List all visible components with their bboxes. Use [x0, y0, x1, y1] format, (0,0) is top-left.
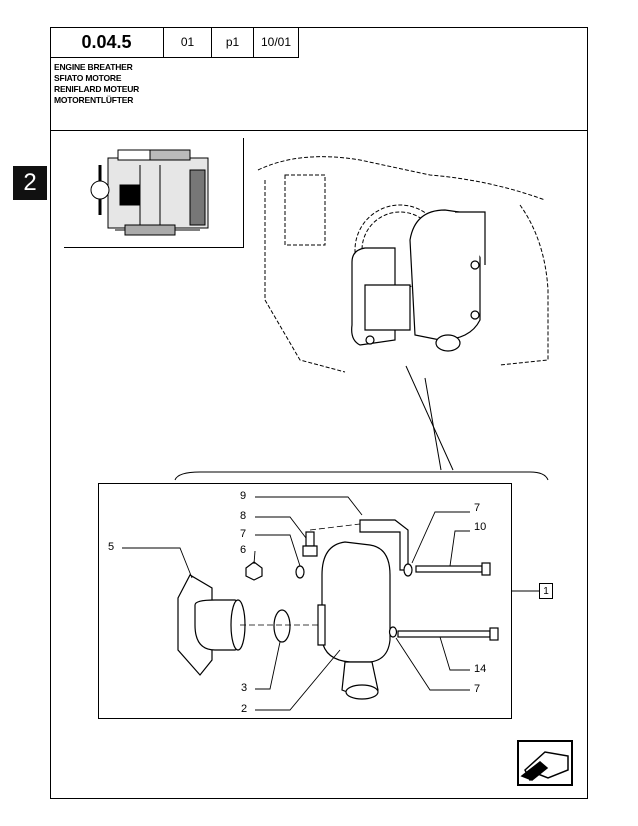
exploded-view-frame — [98, 483, 512, 719]
callout-5: 5 — [108, 541, 115, 553]
o-ring — [273, 609, 291, 643]
title-it: SFIATO MOTORE — [54, 73, 122, 83]
page-number: p1 — [212, 27, 254, 58]
callout-8: 8 — [240, 510, 247, 522]
engine-thumbnail-frame — [64, 138, 244, 248]
callout-2: 2 — [241, 703, 248, 715]
title-de: MOTORENTLÜFTER — [54, 95, 134, 105]
callout-14: 14 — [474, 663, 487, 675]
callout-9: 9 — [240, 490, 247, 502]
next-page-button[interactable] — [517, 740, 573, 786]
sheet-number: 01 — [164, 27, 212, 58]
callout-3: 3 — [241, 682, 248, 694]
bolt-14 — [397, 630, 491, 638]
part-code: 0.04.5 — [50, 27, 164, 58]
page-frame — [50, 27, 588, 799]
callout-7-top: 7 — [474, 502, 481, 514]
title-en: ENGINE BREATHER — [54, 62, 133, 72]
callout-10: 10 — [474, 521, 487, 533]
engine-thumbnail — [90, 149, 209, 236]
callout-6: 6 — [240, 544, 247, 556]
header-separator — [50, 130, 588, 131]
next-page-arrow-icon — [520, 751, 569, 782]
breather-body — [321, 541, 391, 663]
revision-date: 10/01 — [254, 27, 299, 58]
callout-7-bottom: 7 — [474, 683, 481, 695]
section-tab: 2 — [13, 166, 47, 200]
callout-7-left: 7 — [240, 528, 247, 540]
bolt-10 — [415, 565, 483, 573]
title-block: ENGINE BREATHER SFIATO MOTORE RENIFLARD … — [54, 62, 139, 106]
title-fr: RENIFLARD MOTEUR — [54, 84, 140, 94]
nut — [245, 561, 263, 581]
reference-box: 1 — [539, 583, 553, 599]
breather-assembly-overview — [351, 209, 486, 352]
